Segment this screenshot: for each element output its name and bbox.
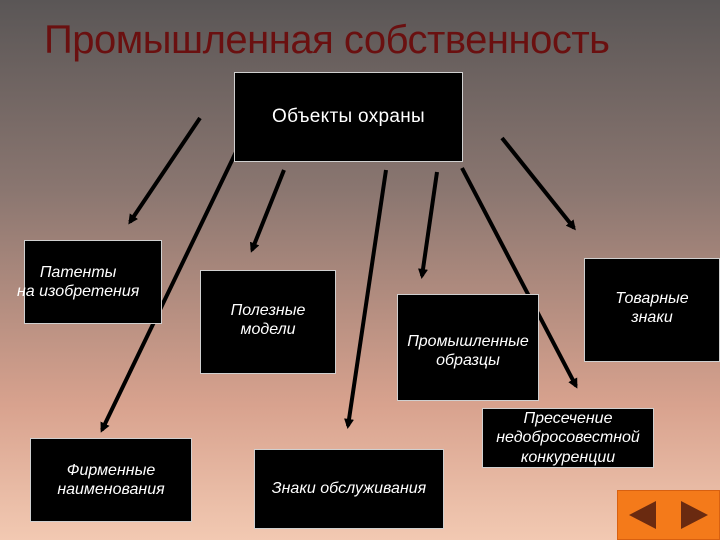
arrow-to-industrial-designs bbox=[418, 171, 439, 279]
box-service-marks: Знаки обслуживания bbox=[254, 449, 444, 529]
arrow-to-trademarks bbox=[500, 136, 576, 231]
arrow-to-unfair-competition bbox=[460, 167, 578, 389]
box-trade-names: Фирменные наименования bbox=[30, 438, 192, 522]
label-patents: Патенты на изобретения bbox=[17, 264, 140, 301]
label-service-marks: Знаки обслуживания bbox=[271, 480, 427, 498]
triangle-right-icon bbox=[680, 501, 708, 529]
label-industrial-designs: Промышленные образцы bbox=[407, 332, 529, 369]
label-utility-models: Полезные модели bbox=[230, 302, 306, 339]
label-unfair-competition: Пресечение недобросовестной конкуренции bbox=[496, 410, 640, 466]
root-label: Объекты охраны bbox=[272, 105, 425, 127]
prev-slide-button[interactable] bbox=[622, 496, 664, 534]
slide-navigation bbox=[617, 490, 720, 540]
box-trademarks: Товарные знаки bbox=[584, 258, 720, 362]
box-unfair-competition: Пресечение недобросовестной конкуренции bbox=[482, 408, 654, 468]
label-trademarks: Товарные знаки bbox=[615, 290, 689, 327]
arrow-to-patents bbox=[128, 116, 202, 225]
arrow-to-service-marks bbox=[344, 169, 388, 429]
arrow-to-utility-models bbox=[249, 169, 286, 253]
next-slide-button[interactable] bbox=[673, 496, 715, 534]
box-utility-models: Полезные модели bbox=[200, 270, 336, 374]
slide-title: Промышленная собственность bbox=[44, 18, 610, 62]
label-trade-names: Фирменные наименования bbox=[57, 461, 165, 498]
box-patents: Патенты на изобретения bbox=[17, 240, 162, 324]
box-industrial-designs: Промышленные образцы bbox=[397, 294, 539, 401]
root-box-protection-objects: Объекты охраны bbox=[234, 72, 463, 162]
triangle-left-icon bbox=[629, 501, 657, 529]
arrow-to-trade-names bbox=[100, 151, 238, 433]
